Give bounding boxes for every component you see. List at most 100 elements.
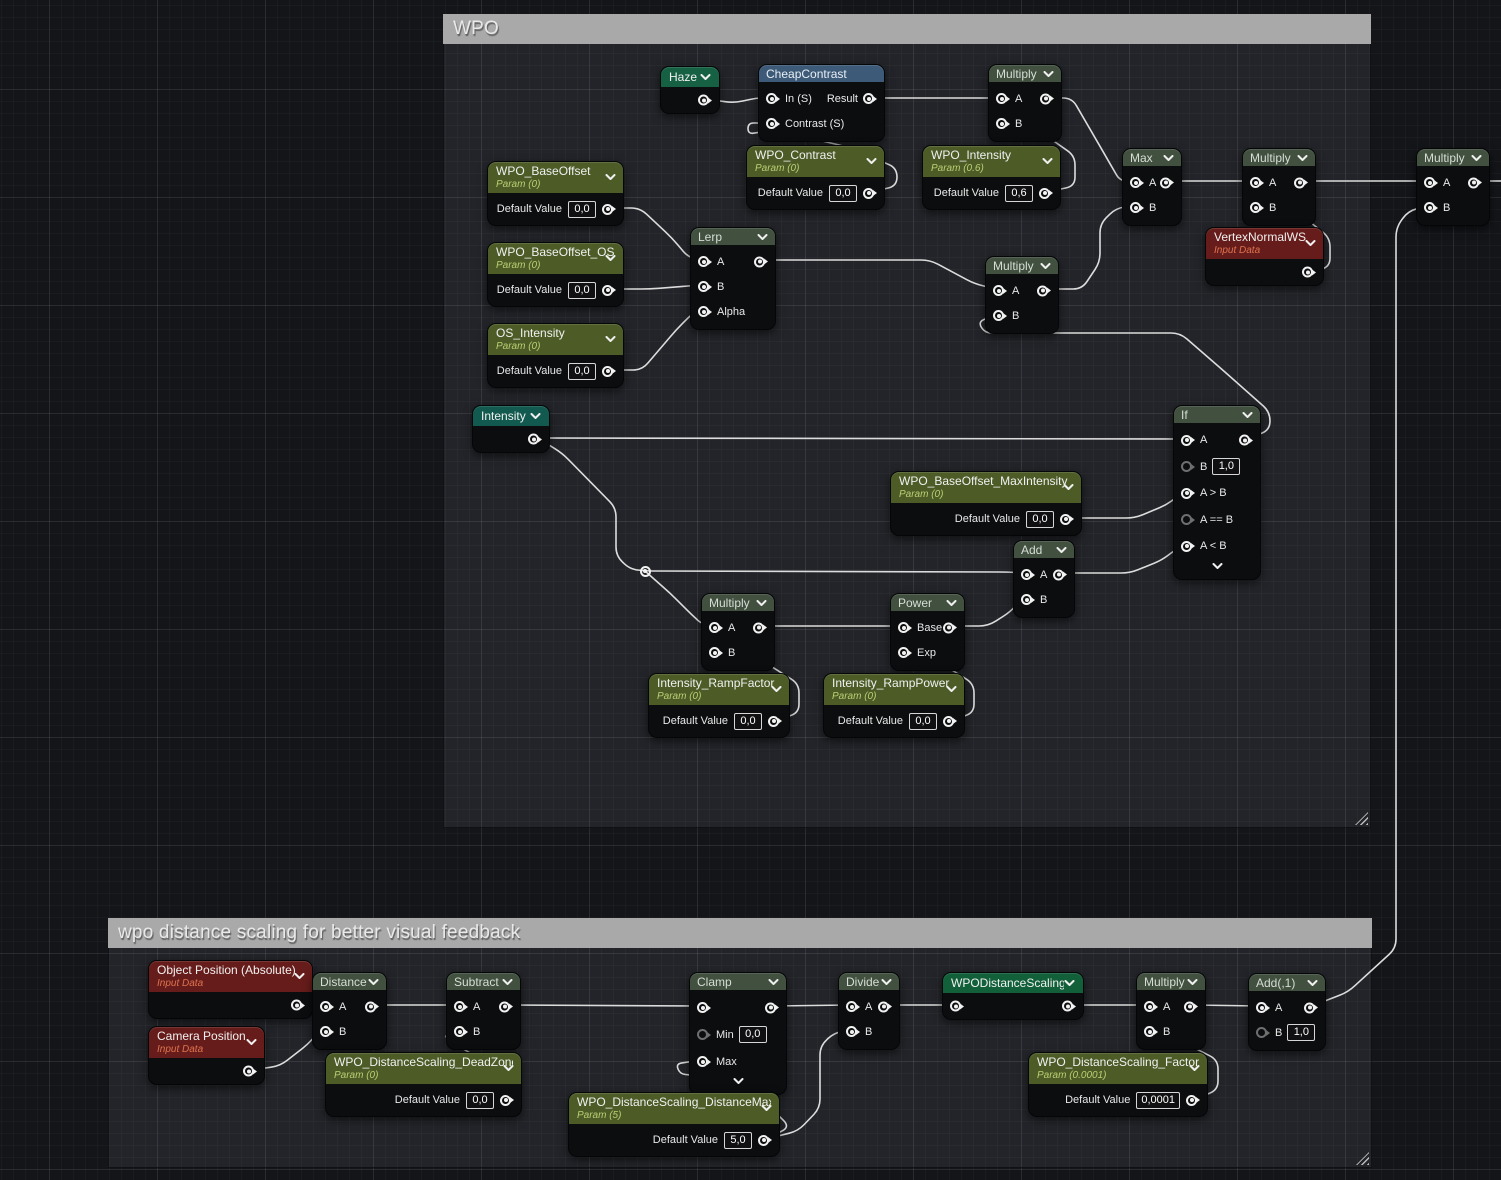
vertexnormalws-output-pin[interactable]: [1302, 266, 1316, 278]
multiply-mid-output-pin[interactable]: [1037, 285, 1051, 296]
wpo-distancescaling-deadzone-default-value-box[interactable]: 0,0: [466, 1091, 494, 1109]
comment-title-bar[interactable]: wpo distance scaling for better visual f…: [108, 918, 1372, 948]
chevron-down-icon[interactable]: [1187, 975, 1198, 989]
chevron-down-icon[interactable]: [771, 684, 782, 696]
node-header-haze[interactable]: Haze: [661, 67, 719, 87]
distance-output-pin[interactable]: [365, 1001, 379, 1012]
cheapcontrast-input-contrast-s--pin[interactable]: [766, 118, 780, 129]
max-input-a-pin[interactable]: [1130, 177, 1144, 188]
node-header-lerp[interactable]: Lerp: [691, 228, 775, 245]
chevron-down-icon[interactable]: [1056, 543, 1067, 557]
chevron-down-icon[interactable]: [1307, 976, 1318, 990]
divide-input-b-pin[interactable]: [846, 1026, 860, 1037]
chevron-down-icon[interactable]: [1471, 151, 1482, 165]
node-header-wpodistancescaling[interactable]: WPODistanceScaling: [943, 973, 1083, 993]
subtract-output-pin[interactable]: [499, 1001, 513, 1012]
node-header-multiply-mid[interactable]: Multiply: [986, 257, 1058, 274]
wpo-distancescaling-distancemax-default-value-box[interactable]: 5,0: [724, 1131, 752, 1149]
divide-output-pin[interactable]: [878, 1001, 892, 1012]
add-1-value-box[interactable]: 1,0: [1287, 1024, 1316, 1041]
multiply-right1-input-a-pin[interactable]: [1250, 177, 1264, 188]
clamp-value-box[interactable]: 0,0: [738, 1026, 767, 1043]
lerp-input-a-pin[interactable]: [698, 256, 712, 267]
node-header-cheapcontrast[interactable]: CheapContrast: [759, 65, 884, 82]
node-header-multiply-low[interactable]: Multiply: [702, 594, 774, 611]
multiply-top-input-a-pin[interactable]: [996, 93, 1010, 104]
os-intensity-output-pin[interactable]: [602, 365, 616, 377]
max-input-b-pin[interactable]: [1130, 202, 1144, 213]
chevron-down-icon[interactable]: [946, 684, 957, 696]
node-header-multiply-right2[interactable]: Multiply: [1417, 149, 1489, 166]
multiply-low-output-pin[interactable]: [753, 622, 767, 633]
multiply-right2-input-b-pin[interactable]: [1424, 202, 1438, 213]
wpo-distancescaling-deadzone-output-pin[interactable]: [500, 1094, 514, 1106]
multiply-top-input-b-pin[interactable]: [996, 118, 1010, 129]
wpo-baseoffset-output-pin[interactable]: [602, 203, 616, 215]
node-header-multiply-top[interactable]: Multiply: [989, 65, 1061, 82]
chevron-down-icon[interactable]: [605, 334, 616, 346]
chevron-down-icon[interactable]: [946, 596, 957, 610]
chevron-down-icon[interactable]: [866, 156, 877, 168]
chevron-down-icon[interactable]: [768, 975, 779, 989]
multiply-bottom-output-pin[interactable]: [1184, 1001, 1198, 1012]
intensity-ramppower-output-pin[interactable]: [943, 715, 957, 727]
node-header-power[interactable]: Power: [891, 594, 964, 611]
node-intensity[interactable]: Intensity: [472, 405, 550, 453]
chevron-down-icon[interactable]: [605, 253, 616, 265]
node-header-multiply-bottom[interactable]: Multiply: [1137, 973, 1205, 990]
add-input-b-pin[interactable]: [1021, 594, 1035, 605]
chevron-down-icon[interactable]: [1043, 67, 1054, 81]
comment-resize-handle[interactable]: [1356, 1152, 1369, 1165]
multiply-mid-input-a-pin[interactable]: [993, 285, 1007, 296]
intensity-output-pin[interactable]: [528, 433, 542, 445]
chevron-down-icon[interactable]: [756, 596, 767, 610]
if-input-a-pin[interactable]: [1181, 434, 1195, 446]
chevron-down-icon[interactable]: [761, 1103, 772, 1115]
if-value-box[interactable]: 1,0: [1212, 458, 1241, 476]
node-wpodistancescaling[interactable]: WPODistanceScaling: [942, 972, 1084, 1020]
wpo-intensity-default-value-box[interactable]: 0,6: [1005, 184, 1033, 202]
wpo-distancescaling-factor-output-pin[interactable]: [1186, 1094, 1200, 1106]
node-header-multiply-right1[interactable]: Multiply: [1243, 149, 1315, 166]
node-header-distance[interactable]: Distance: [313, 973, 386, 990]
intensity-rampfactor-default-value-box[interactable]: 0,0: [734, 712, 762, 730]
node-header-add-1[interactable]: Add(,1): [1249, 974, 1325, 991]
divide-input-a-pin[interactable]: [846, 1001, 860, 1012]
wpo-baseoffset-maxintensity-output-pin[interactable]: [1060, 513, 1074, 525]
multiply-right1-output-pin[interactable]: [1294, 177, 1308, 188]
lerp-input-alpha-pin[interactable]: [698, 306, 712, 317]
clamp-input-in-pin[interactable]: [697, 1002, 711, 1013]
chevron-down-icon[interactable]: [733, 1076, 744, 1088]
chevron-down-icon[interactable]: [1297, 151, 1308, 165]
